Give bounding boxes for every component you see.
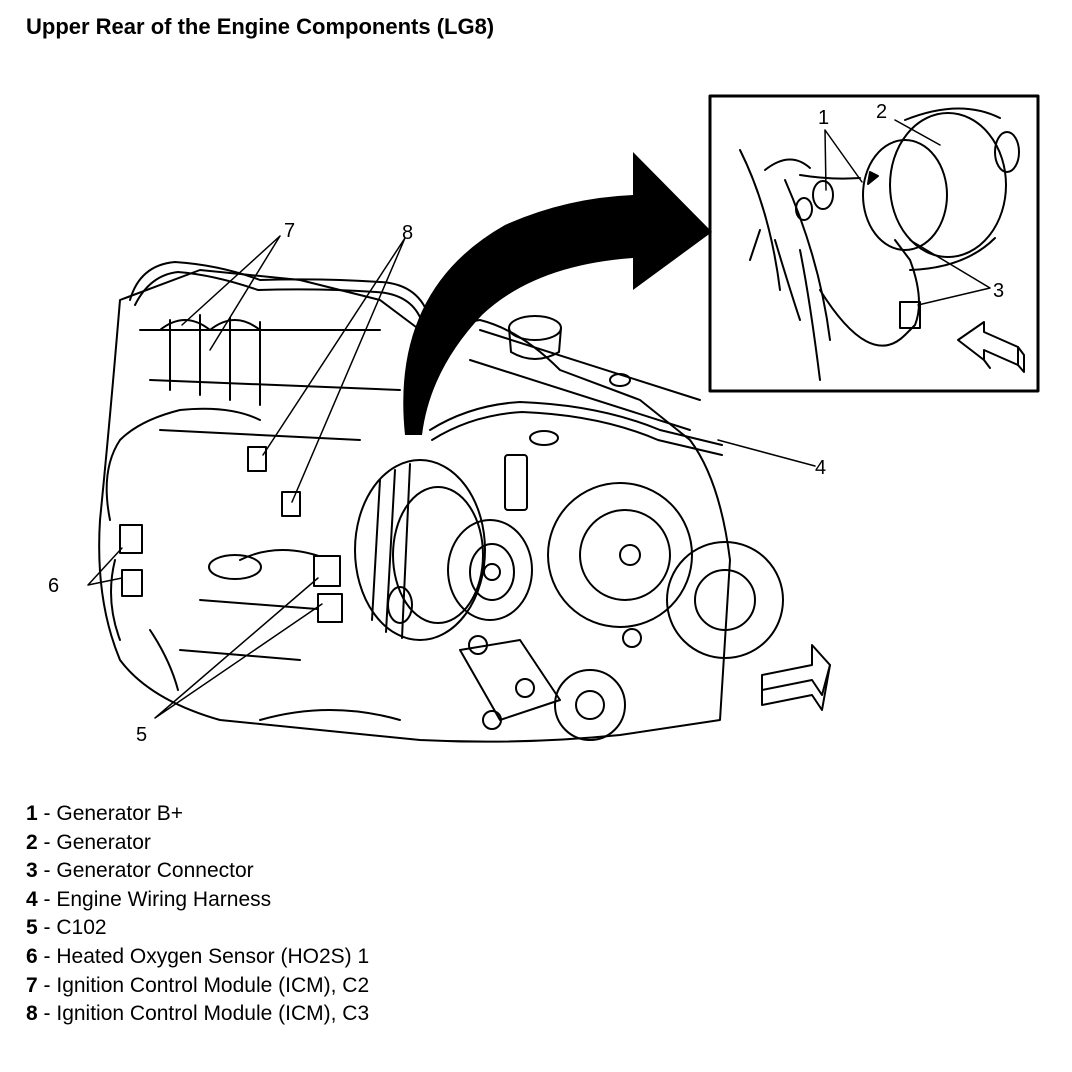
legend-separator: - — [37, 802, 57, 825]
inset-frame — [708, 94, 1040, 393]
callout-6: 6 — [48, 575, 59, 597]
callout-2: 2 — [876, 101, 887, 123]
view-arrow-inset — [957, 321, 1025, 373]
callout-7: 7 — [284, 220, 295, 242]
legend-number: 2 — [26, 830, 38, 854]
legend-label: Ignition Control Module (ICM), C3 — [56, 1002, 370, 1026]
curved-arrow — [403, 152, 712, 435]
legend-item: 1 - Generator B+ — [26, 800, 369, 829]
intake-runners — [159, 314, 261, 406]
legend-label: Ignition Control Module (ICM), C2 — [56, 973, 370, 997]
legend-item: 3 - Generator Connector — [26, 857, 369, 886]
engine-wiring-harness — [105, 261, 723, 641]
callout-labels: 1 2 3 4 5 6 7 8 — [48, 101, 1004, 746]
legend-separator: - — [37, 1002, 57, 1026]
legend-item: 4 - Engine Wiring Harness — [26, 886, 369, 915]
legend-label: Engine Wiring Harness — [56, 887, 272, 911]
legend-number: 8 — [26, 1002, 38, 1026]
view-arrow-main — [761, 644, 831, 711]
leader-lines — [87, 119, 991, 719]
legend-item: 7 - Ignition Control Module (ICM), C2 — [26, 972, 369, 1001]
legend-separator: - — [37, 887, 57, 911]
legend-item: 2 - Generator — [26, 829, 369, 858]
inset-generator-closeup — [739, 107, 1020, 381]
legend-separator: - — [37, 916, 57, 940]
callout-8: 8 — [402, 222, 413, 244]
legend-number: 1 — [26, 802, 38, 825]
legend-label: Generator Connector — [56, 859, 254, 883]
engine-components-illustration: 1 2 3 4 5 6 7 8 — [48, 94, 1040, 746]
component-legend: 1 - Generator B+ 2 - Generator 3 - Gener… — [26, 800, 369, 1029]
callout-1: 1 — [818, 107, 829, 129]
pulleys — [468, 482, 784, 741]
legend-separator: - — [37, 973, 57, 997]
legend-number: 3 — [26, 859, 38, 883]
legend-number: 4 — [26, 887, 38, 911]
legend-number: 6 — [26, 944, 38, 968]
legend-item: 5 - C102 — [26, 914, 369, 943]
legend-label: Generator — [56, 830, 151, 854]
legend-item: 6 - Heated Oxygen Sensor (HO2S) 1 — [26, 943, 369, 972]
legend-label: Heated Oxygen Sensor (HO2S) 1 — [56, 944, 370, 968]
legend-separator: - — [37, 944, 57, 968]
generator — [354, 454, 533, 641]
legend-number: 5 — [26, 916, 38, 940]
engine-body-outline — [98, 269, 731, 743]
legend-number: 7 — [26, 973, 38, 997]
legend-label: Generator B+ — [56, 802, 184, 825]
callout-5: 5 — [136, 724, 147, 746]
legend-item: 8 - Ignition Control Module (ICM), C3 — [26, 1000, 369, 1029]
callout-3: 3 — [993, 280, 1004, 302]
legend-label: C102 — [56, 916, 107, 940]
sensor-connectors — [119, 446, 413, 691]
callout-4: 4 — [815, 457, 826, 479]
diagram-title: Upper Rear of the Engine Components (LG8… — [26, 14, 495, 39]
legend-separator: - — [37, 859, 57, 883]
oil-filler-cap — [508, 315, 631, 446]
legend-separator: - — [37, 830, 57, 854]
